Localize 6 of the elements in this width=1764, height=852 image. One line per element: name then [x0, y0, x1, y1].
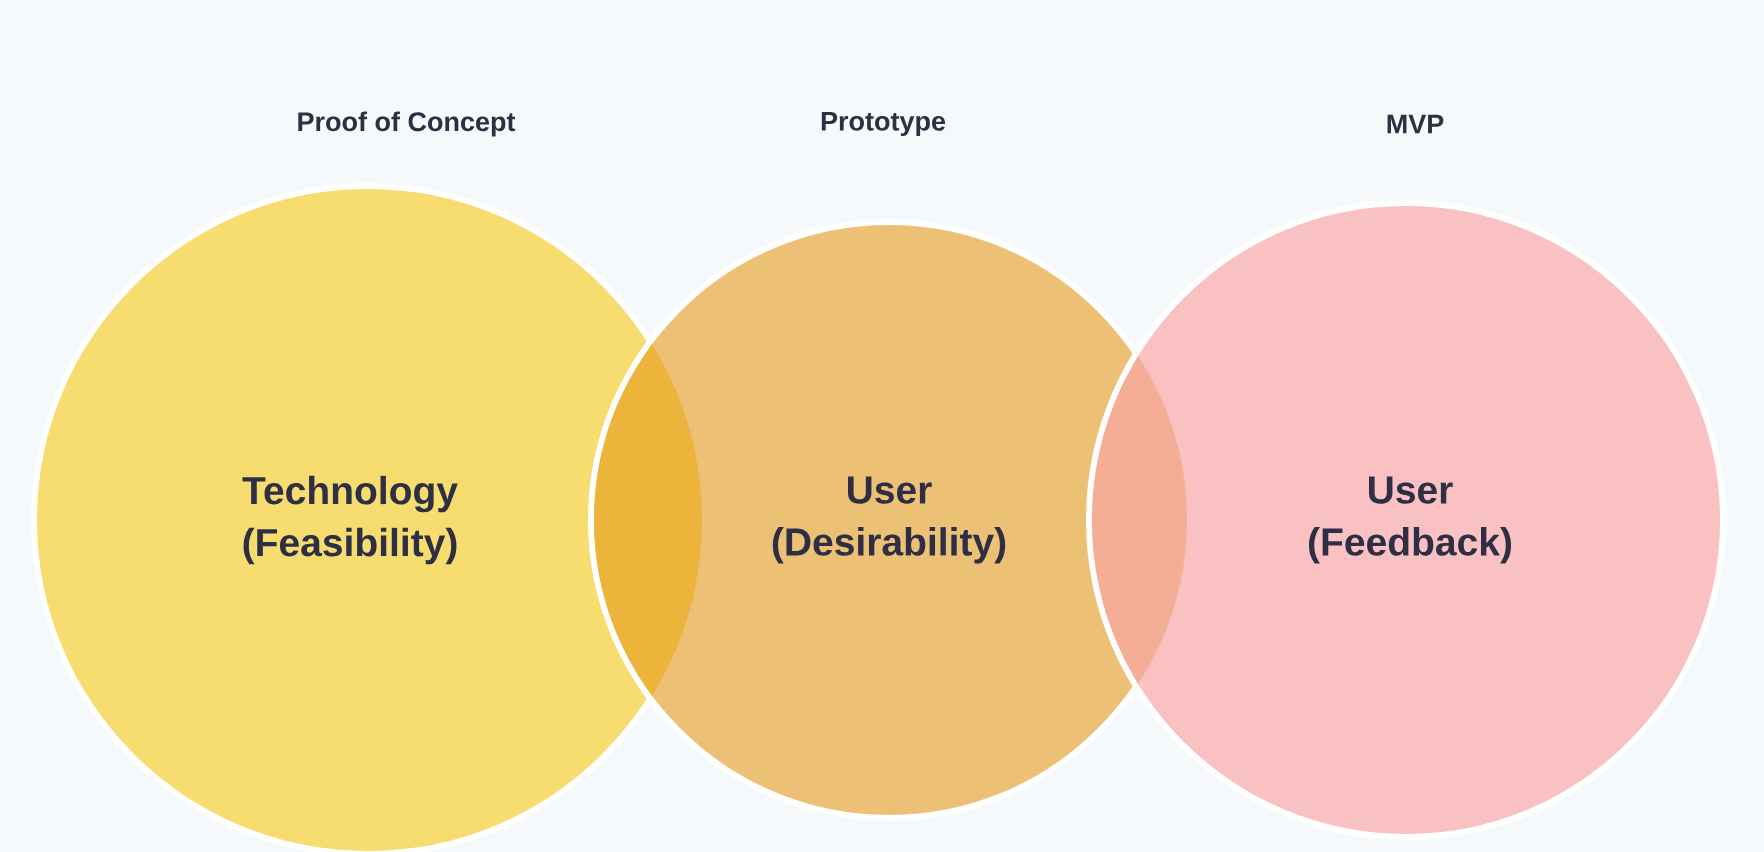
circle-label: User (Desirability) — [772, 476, 1006, 564]
stage-heading: MVP — [1387, 114, 1444, 134]
circle-label: User (Feedback) — [1309, 476, 1511, 564]
stage-heading: Prototype — [821, 111, 946, 137]
stage-heading: Proof of Concept — [298, 111, 516, 137]
circle-label: Technology (Feasibility) — [242, 475, 458, 565]
